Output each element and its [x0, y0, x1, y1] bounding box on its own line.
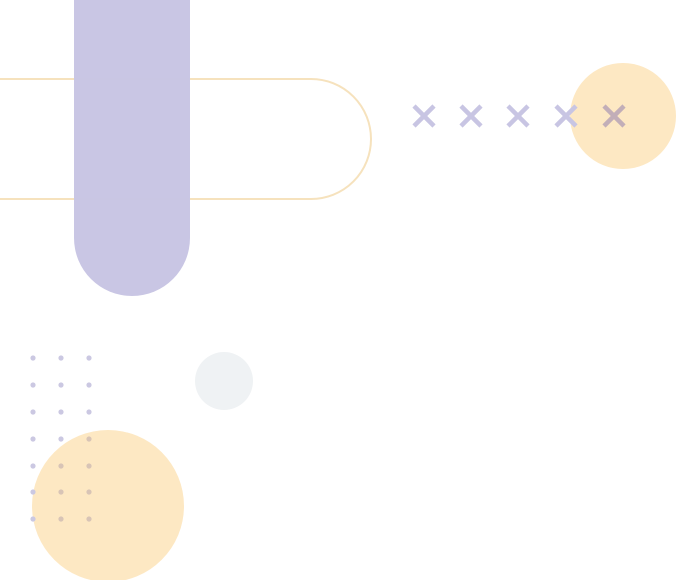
- grid-dot: [30, 489, 36, 495]
- cross-marks-row: [412, 104, 626, 128]
- cross-mark: [506, 104, 530, 128]
- grid-dot: [86, 355, 92, 361]
- cross-mark: [459, 104, 483, 128]
- grid-dot: [30, 355, 36, 361]
- grid-dot: [30, 409, 36, 415]
- grid-dot: [58, 355, 64, 361]
- grid-dot: [58, 463, 64, 469]
- grid-dot: [86, 436, 92, 442]
- cross-mark: [554, 104, 578, 128]
- grid-dot: [30, 436, 36, 442]
- peach-circle-top: [570, 63, 676, 169]
- grid-dot: [86, 516, 92, 522]
- peach-circle-bottom: [32, 430, 184, 580]
- grid-dot: [86, 382, 92, 388]
- grid-dot: [30, 382, 36, 388]
- grid-dot: [58, 409, 64, 415]
- grid-dot: [58, 516, 64, 522]
- dot-grid-pattern: [30, 355, 92, 522]
- grid-dot: [86, 463, 92, 469]
- grid-dot: [58, 436, 64, 442]
- grid-dot: [30, 516, 36, 522]
- cross-mark: [412, 104, 436, 128]
- grid-dot: [30, 463, 36, 469]
- outline-pill-shape: [0, 78, 372, 200]
- grey-circle: [195, 352, 253, 410]
- grid-dot: [86, 489, 92, 495]
- grid-dot: [86, 409, 92, 415]
- grid-dot: [58, 489, 64, 495]
- cross-mark: [602, 104, 626, 128]
- grid-dot: [58, 382, 64, 388]
- lavender-capsule-shape: [74, 0, 190, 296]
